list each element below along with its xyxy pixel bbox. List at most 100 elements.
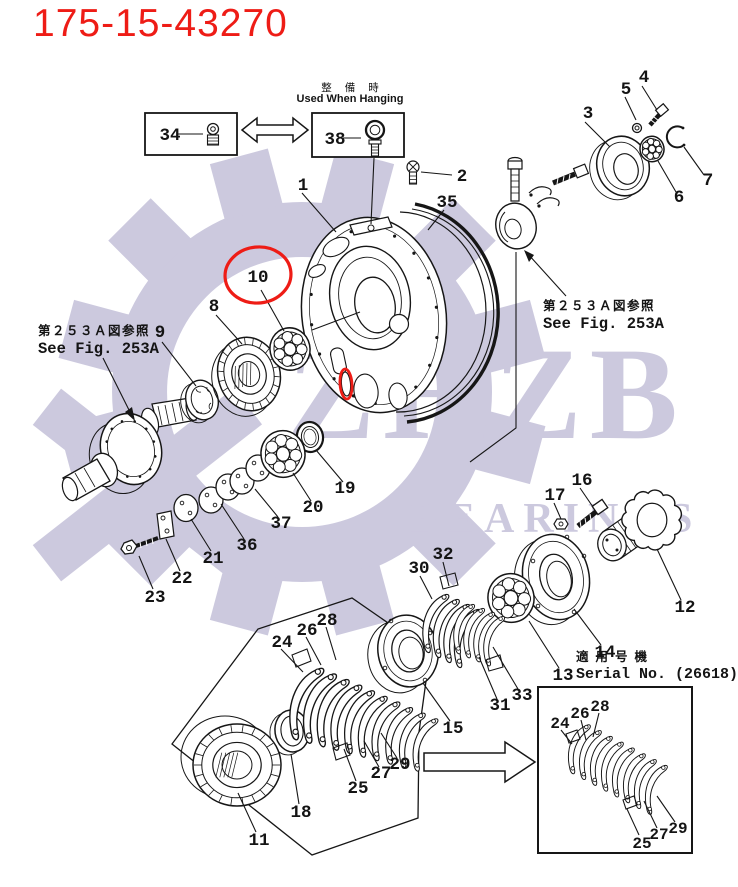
ball-bearing-6 xyxy=(639,135,665,163)
serial-note-jp: 適用号機 xyxy=(576,650,655,664)
gear-watermark-icon xyxy=(32,148,546,636)
flywheel-housing-1 xyxy=(300,211,487,414)
generated-parts xyxy=(180,135,683,807)
part-label-32: 32 xyxy=(432,545,453,565)
part-label-3: 3 xyxy=(583,104,594,124)
part-label-25: 25 xyxy=(347,779,368,799)
see-fig-note-right: 第２５３Ａ図参照 See Fig. 253A xyxy=(543,295,664,333)
lifting-mount-pad xyxy=(349,216,393,236)
cover-assembly-253a xyxy=(495,156,590,250)
part-label-27: 27 xyxy=(370,764,391,784)
ring-gear-35 xyxy=(403,202,500,424)
part-label-30: 30 xyxy=(408,559,429,579)
red-annotations xyxy=(223,245,354,401)
inset-part-label-28: 28 xyxy=(590,698,609,716)
part-label-24: 24 xyxy=(271,633,292,653)
bearing-cover-3-assembly xyxy=(589,102,686,201)
inset-part-label-27: 27 xyxy=(649,826,668,844)
part-label-16: 16 xyxy=(571,471,592,491)
plug-34-icon xyxy=(206,122,220,146)
part-label-18: 18 xyxy=(290,803,311,823)
inset-part-label-25: 25 xyxy=(632,835,651,853)
part-label-31: 31 xyxy=(489,696,510,716)
washer-5 xyxy=(631,122,643,134)
part-label-26: 26 xyxy=(296,621,317,641)
part-label-12: 12 xyxy=(674,598,695,618)
part-label-15: 15 xyxy=(442,719,463,739)
output-shaft-assembly xyxy=(61,397,199,502)
part-label-33: 33 xyxy=(511,686,532,706)
see-fig-left-en: See Fig. 253A xyxy=(38,340,159,358)
leaf-spring-stack-inset xyxy=(568,724,668,815)
see-fig-right-arrow xyxy=(524,250,567,297)
see-fig-note-left: 第２５３Ａ図参照 See Fig. 253A xyxy=(38,320,159,358)
part-label-6: 6 xyxy=(674,188,685,208)
part-label-2: 2 xyxy=(457,167,468,187)
part-label-38: 38 xyxy=(324,130,345,150)
part-label-22: 22 xyxy=(171,569,192,589)
plates-36 xyxy=(198,473,241,514)
part-label-34: 34 xyxy=(159,126,180,146)
box-34 xyxy=(144,112,238,156)
leaf-spring-stack xyxy=(289,667,439,772)
part-label-35: 35 xyxy=(436,193,457,213)
ball-bearing-10 xyxy=(269,327,311,371)
see-fig-left-jp: 第２５３Ａ図参照 xyxy=(38,324,151,338)
taper-bearing-11 xyxy=(180,715,282,807)
bolt-23 xyxy=(120,536,159,555)
part-label-23: 23 xyxy=(144,588,165,608)
inset-part-label-29: 29 xyxy=(668,820,687,838)
hanging-note-jp: 整備時 xyxy=(321,82,392,94)
part-label-19: 19 xyxy=(334,479,355,499)
ball-bearing-13 xyxy=(487,572,535,624)
bearing-cage-flange-14 xyxy=(514,533,591,626)
part-label-17: 17 xyxy=(544,486,565,506)
plate-21 xyxy=(173,493,199,523)
part-label-8: 8 xyxy=(209,297,220,317)
serial-note: 適用号機 Serial No. (26618)~ xyxy=(576,646,738,683)
part-label-13: 13 xyxy=(552,666,573,686)
leaf-spring-group-31-33 xyxy=(453,603,506,667)
part-label-7: 7 xyxy=(703,171,714,191)
box-38 xyxy=(311,112,405,158)
bevel-gear-12 xyxy=(621,489,683,551)
washer-17 xyxy=(553,518,569,530)
inset-part-label-26: 26 xyxy=(570,705,589,723)
breather-2 xyxy=(406,160,420,185)
part-label-11: 11 xyxy=(248,831,269,851)
serial-note-en: Serial No. (26618)~ xyxy=(576,666,738,683)
part-label-37: 37 xyxy=(270,514,291,534)
bracket-22 xyxy=(156,510,175,540)
eye-bolt-38-icon xyxy=(364,119,386,157)
ball-bearing-20 xyxy=(260,429,306,479)
part-number-title: 175-15-43270 xyxy=(33,2,288,45)
part-label-4: 4 xyxy=(639,68,650,88)
inset-part-label-24: 24 xyxy=(550,715,570,733)
bolt-4 xyxy=(648,102,670,127)
taper-bearing-8 xyxy=(211,336,282,417)
part-label-20: 20 xyxy=(302,498,323,518)
block-arrow-icon xyxy=(423,740,537,784)
part-label-14: 14 xyxy=(594,643,615,663)
part-label-29: 29 xyxy=(389,755,410,775)
bolt-16 xyxy=(576,498,609,528)
hanging-note: 整備時 Used When Hanging xyxy=(288,82,412,106)
hanging-note-en: Used When Hanging xyxy=(296,93,404,106)
see-fig-right-jp: 第２５３Ａ図参照 xyxy=(543,299,656,313)
part-label-9: 9 xyxy=(155,323,166,343)
part-label-10: 10 xyxy=(247,268,268,288)
see-fig-left-arrow xyxy=(102,357,135,421)
see-fig-right-en: See Fig. 253A xyxy=(543,315,664,333)
part-label-36: 36 xyxy=(236,536,257,556)
part-label-5: 5 xyxy=(621,80,632,100)
snap-ring-7 xyxy=(665,125,686,149)
retainer-ring-9 xyxy=(180,379,219,424)
part-label-21: 21 xyxy=(202,549,223,569)
part-label-28: 28 xyxy=(316,611,337,631)
part-label-1: 1 xyxy=(298,176,309,196)
leader-lines xyxy=(102,85,705,836)
callout-boxes xyxy=(144,112,405,158)
